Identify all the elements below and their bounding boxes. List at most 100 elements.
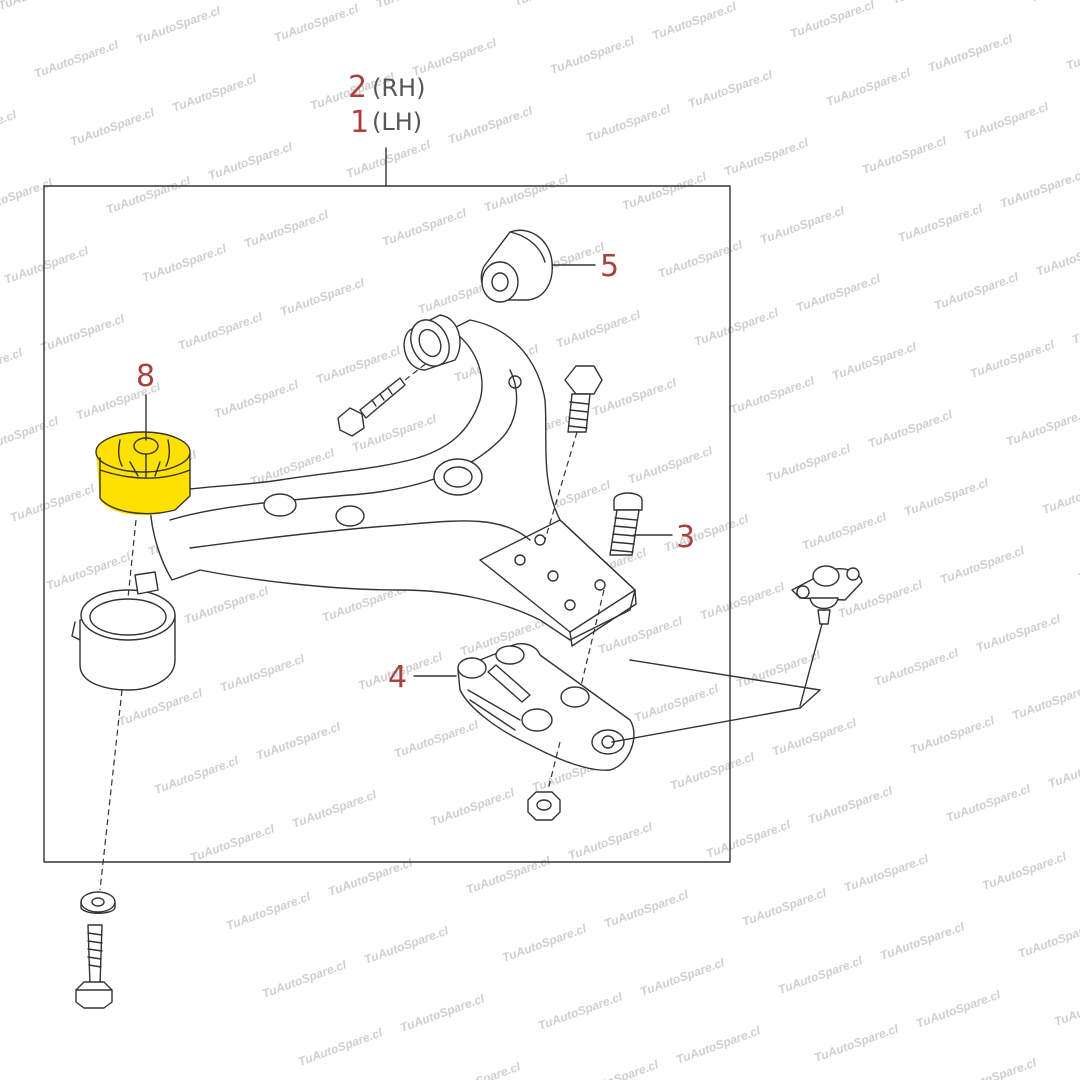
watermark-text: TuAutoSpare.cl <box>866 407 955 451</box>
watermark-text: TuAutoSpare.cl <box>650 0 739 43</box>
watermark-text: TuAutoSpare.cl <box>1046 747 1080 791</box>
watermark-text: TuAutoSpare.cl <box>446 103 535 147</box>
watermark-text: TuAutoSpare.cl <box>380 205 469 249</box>
watermark-text: TuAutoSpare.cl <box>698 579 787 623</box>
watermark-text: TuAutoSpare.cl <box>932 269 1021 313</box>
watermark-text: TuAutoSpare.cl <box>140 241 229 285</box>
watermark-text: TuAutoSpare.cl <box>314 343 403 387</box>
watermark-text: TuAutoSpare.cl <box>776 953 865 997</box>
watermark-text: TuAutoSpare.cl <box>272 1 361 45</box>
watermark-text: TuAutoSpare.cl <box>974 611 1063 655</box>
watermark-text: TuAutoSpare.cl <box>104 173 193 217</box>
part-3-stud-bolt <box>609 492 643 556</box>
watermark-text: TuAutoSpare.cl <box>278 275 367 319</box>
watermark-text: TuAutoSpare.cl <box>944 781 1033 825</box>
watermark-text: TuAutoSpare.cl <box>260 957 349 1001</box>
watermark-text: TuAutoSpare.cl <box>812 1021 901 1065</box>
watermark-text: TuAutoSpare.cl <box>224 889 313 933</box>
front-axis-upper <box>127 519 137 599</box>
watermark-text: TuAutoSpare.cl <box>0 175 55 219</box>
watermark-text: TuAutoSpare.cl <box>914 987 1003 1031</box>
watermark-text: TuAutoSpare.cl <box>758 203 847 247</box>
watermark-text: TuAutoSpare.cl <box>998 167 1080 211</box>
watermark-text: TuAutoSpare.cl <box>764 441 853 485</box>
watermark-text: TuAutoSpare.cl <box>674 1023 763 1067</box>
front-axis-lower <box>99 689 123 891</box>
watermark-text: TuAutoSpare.cl <box>116 685 205 729</box>
watermark-text: TuAutoSpare.cl <box>32 37 121 81</box>
watermark-text: TuAutoSpare.cl <box>296 1025 385 1069</box>
watermark-text: TuAutoSpare.cl <box>860 133 949 177</box>
callout-part-5: 5 <box>600 249 619 284</box>
watermark-text: TuAutoSpare.cl <box>794 271 883 315</box>
watermark-text: TuAutoSpare.cl <box>980 849 1069 893</box>
callout-part-3: 3 <box>676 520 695 555</box>
watermark-text: TuAutoSpare.cl <box>896 201 985 245</box>
assembly-frame <box>43 185 731 863</box>
watermark-text: TuAutoSpare.cl <box>350 411 439 455</box>
watermark-text: TuAutoSpare.cl <box>0 345 25 389</box>
watermark-text: TuAutoSpare.cl <box>1070 303 1080 347</box>
lower-control-arm <box>149 319 637 647</box>
watermark-text: TuAutoSpare.cl <box>2 243 91 287</box>
part-8-front-bush <box>95 431 191 516</box>
watermark-text: TuAutoSpare.cl <box>962 99 1051 143</box>
rear-bolt <box>337 377 406 437</box>
watermark-text: TuAutoSpare.cl <box>8 481 97 525</box>
mount-bolt-axis <box>544 431 578 541</box>
ball-joint-leader <box>611 659 821 743</box>
watermark-text: TuAutoSpare.cl <box>0 413 61 457</box>
ball-joint-stem <box>799 623 823 707</box>
watermark-text: TuAutoSpare.cl <box>902 475 991 519</box>
mount-bolt-upper <box>564 365 603 433</box>
watermark-text: TuAutoSpare.cl <box>512 0 601 9</box>
watermark-text: TuAutoSpare.cl <box>638 955 727 999</box>
watermark-text: TuAutoSpare.cl <box>938 543 1027 587</box>
watermark-text: TuAutoSpare.cl <box>500 921 589 965</box>
callout-rh-number: 2 <box>348 70 367 105</box>
watermark-text: TuAutoSpare.cl <box>572 1057 661 1080</box>
watermark-text: TuAutoSpare.cl <box>806 783 895 827</box>
watermark-text: TuAutoSpare.cl <box>950 1055 1039 1080</box>
watermark-text: TuAutoSpare.cl <box>0 0 85 13</box>
part-4-bracket <box>457 643 635 771</box>
watermark-text: TuAutoSpare.cl <box>686 67 775 111</box>
watermark-text: TuAutoSpare.cl <box>1052 985 1080 1029</box>
watermark-text: TuAutoSpare.cl <box>722 135 811 179</box>
watermark-text: TuAutoSpare.cl <box>188 821 277 865</box>
watermark-text: TuAutoSpare.cl <box>428 785 517 829</box>
watermark-text: TuAutoSpare.cl <box>890 0 979 7</box>
watermark-text: TuAutoSpare.cl <box>548 33 637 77</box>
watermark-text: TuAutoSpare.cl <box>68 105 157 149</box>
watermark-text: TuAutoSpare.cl <box>770 715 859 759</box>
part-5-rear-bush <box>480 229 553 303</box>
watermark-text: TuAutoSpare.cl <box>1034 235 1080 279</box>
watermark-text: TuAutoSpare.cl <box>668 749 757 793</box>
watermark-text: TuAutoSpare.cl <box>1076 541 1080 585</box>
watermark-text: TuAutoSpare.cl <box>788 0 877 41</box>
watermark-text: TuAutoSpare.cl <box>872 645 961 689</box>
watermark-text: TuAutoSpare.cl <box>584 101 673 145</box>
front-bush-housing <box>71 571 176 691</box>
watermark-text: TuAutoSpare.cl <box>704 817 793 861</box>
watermark-text: TuAutoSpare.cl <box>362 923 451 967</box>
watermark-text: TuAutoSpare.cl <box>374 0 463 11</box>
watermark-text: TuAutoSpare.cl <box>152 753 241 797</box>
watermark-text: TuAutoSpare.cl <box>242 207 331 251</box>
watermark-text: TuAutoSpare.cl <box>620 169 709 213</box>
watermark-text: TuAutoSpare.cl <box>344 137 433 181</box>
watermark-text: TuAutoSpare.cl <box>482 171 571 215</box>
watermark-text: TuAutoSpare.cl <box>206 139 295 183</box>
watermark-text: TuAutoSpare.cl <box>434 1059 523 1080</box>
watermark-text: TuAutoSpare.cl <box>632 681 721 725</box>
callout-lh-number: 1 <box>350 105 369 140</box>
watermark-text: TuAutoSpare.cl <box>218 651 307 695</box>
watermark-text: TuAutoSpare.cl <box>554 307 643 351</box>
watermark-text: TuAutoSpare.cl <box>740 885 829 929</box>
watermark-text: TuAutoSpare.cl <box>176 309 265 353</box>
front-washer <box>80 891 116 914</box>
watermark-text: TuAutoSpare.cl <box>692 305 781 349</box>
watermark-text: TuAutoSpare.cl <box>1004 405 1080 449</box>
watermark-text: TuAutoSpare.cl <box>824 65 913 109</box>
